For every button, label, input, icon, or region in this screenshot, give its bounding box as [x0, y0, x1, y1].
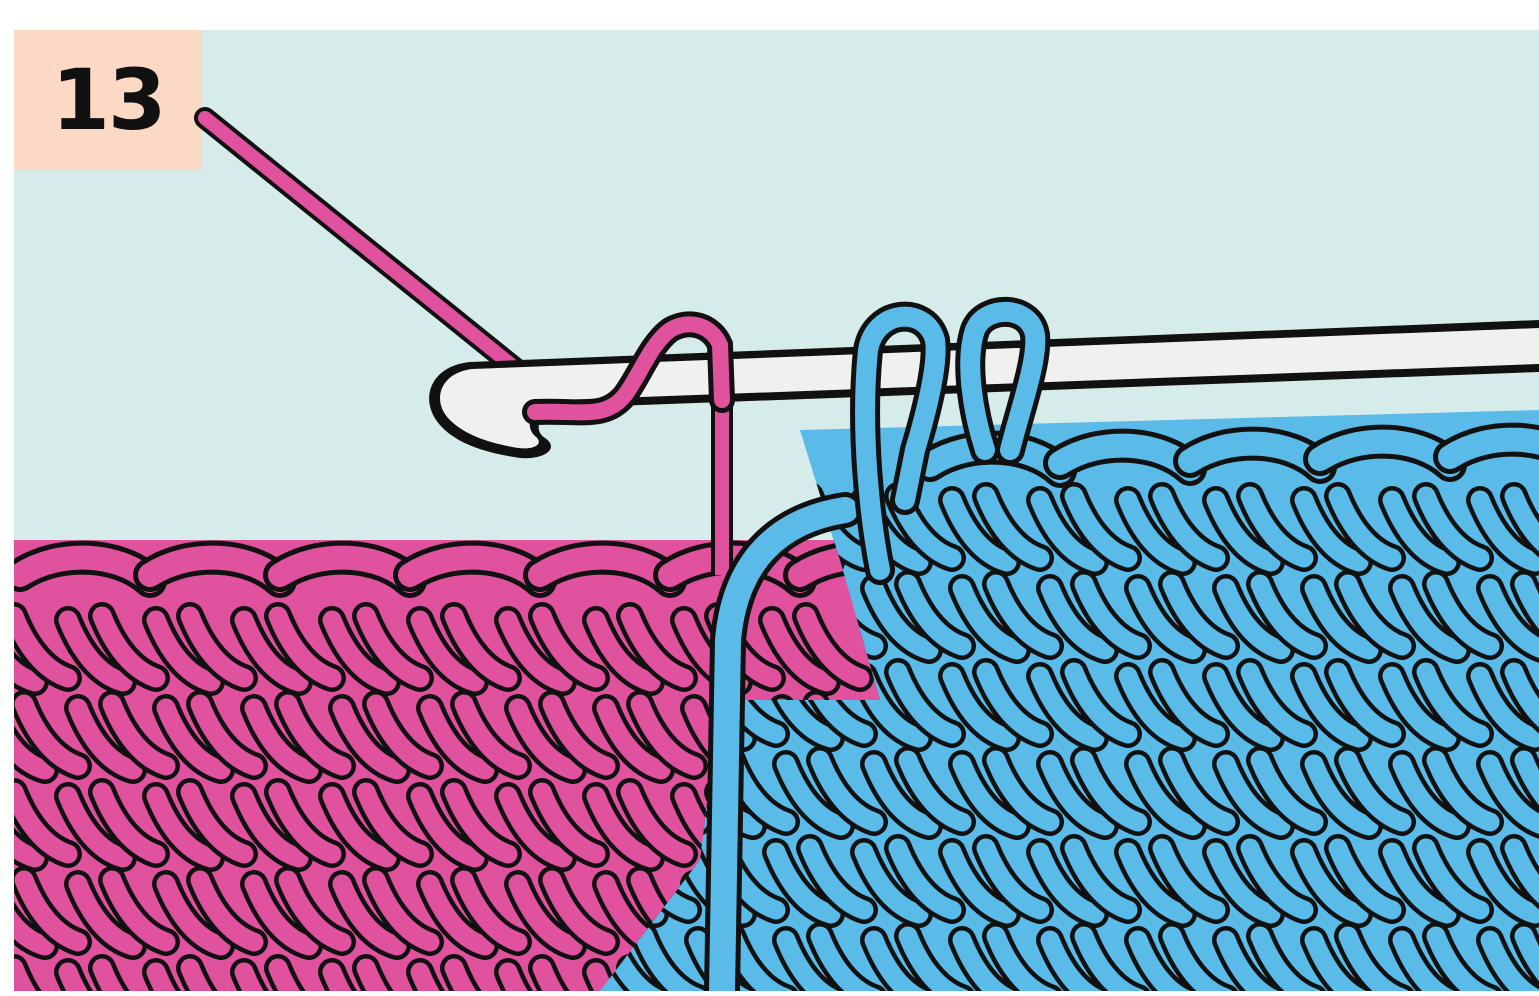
step-number: 13	[14, 30, 202, 170]
blue-stitch	[1490, 936, 1539, 991]
